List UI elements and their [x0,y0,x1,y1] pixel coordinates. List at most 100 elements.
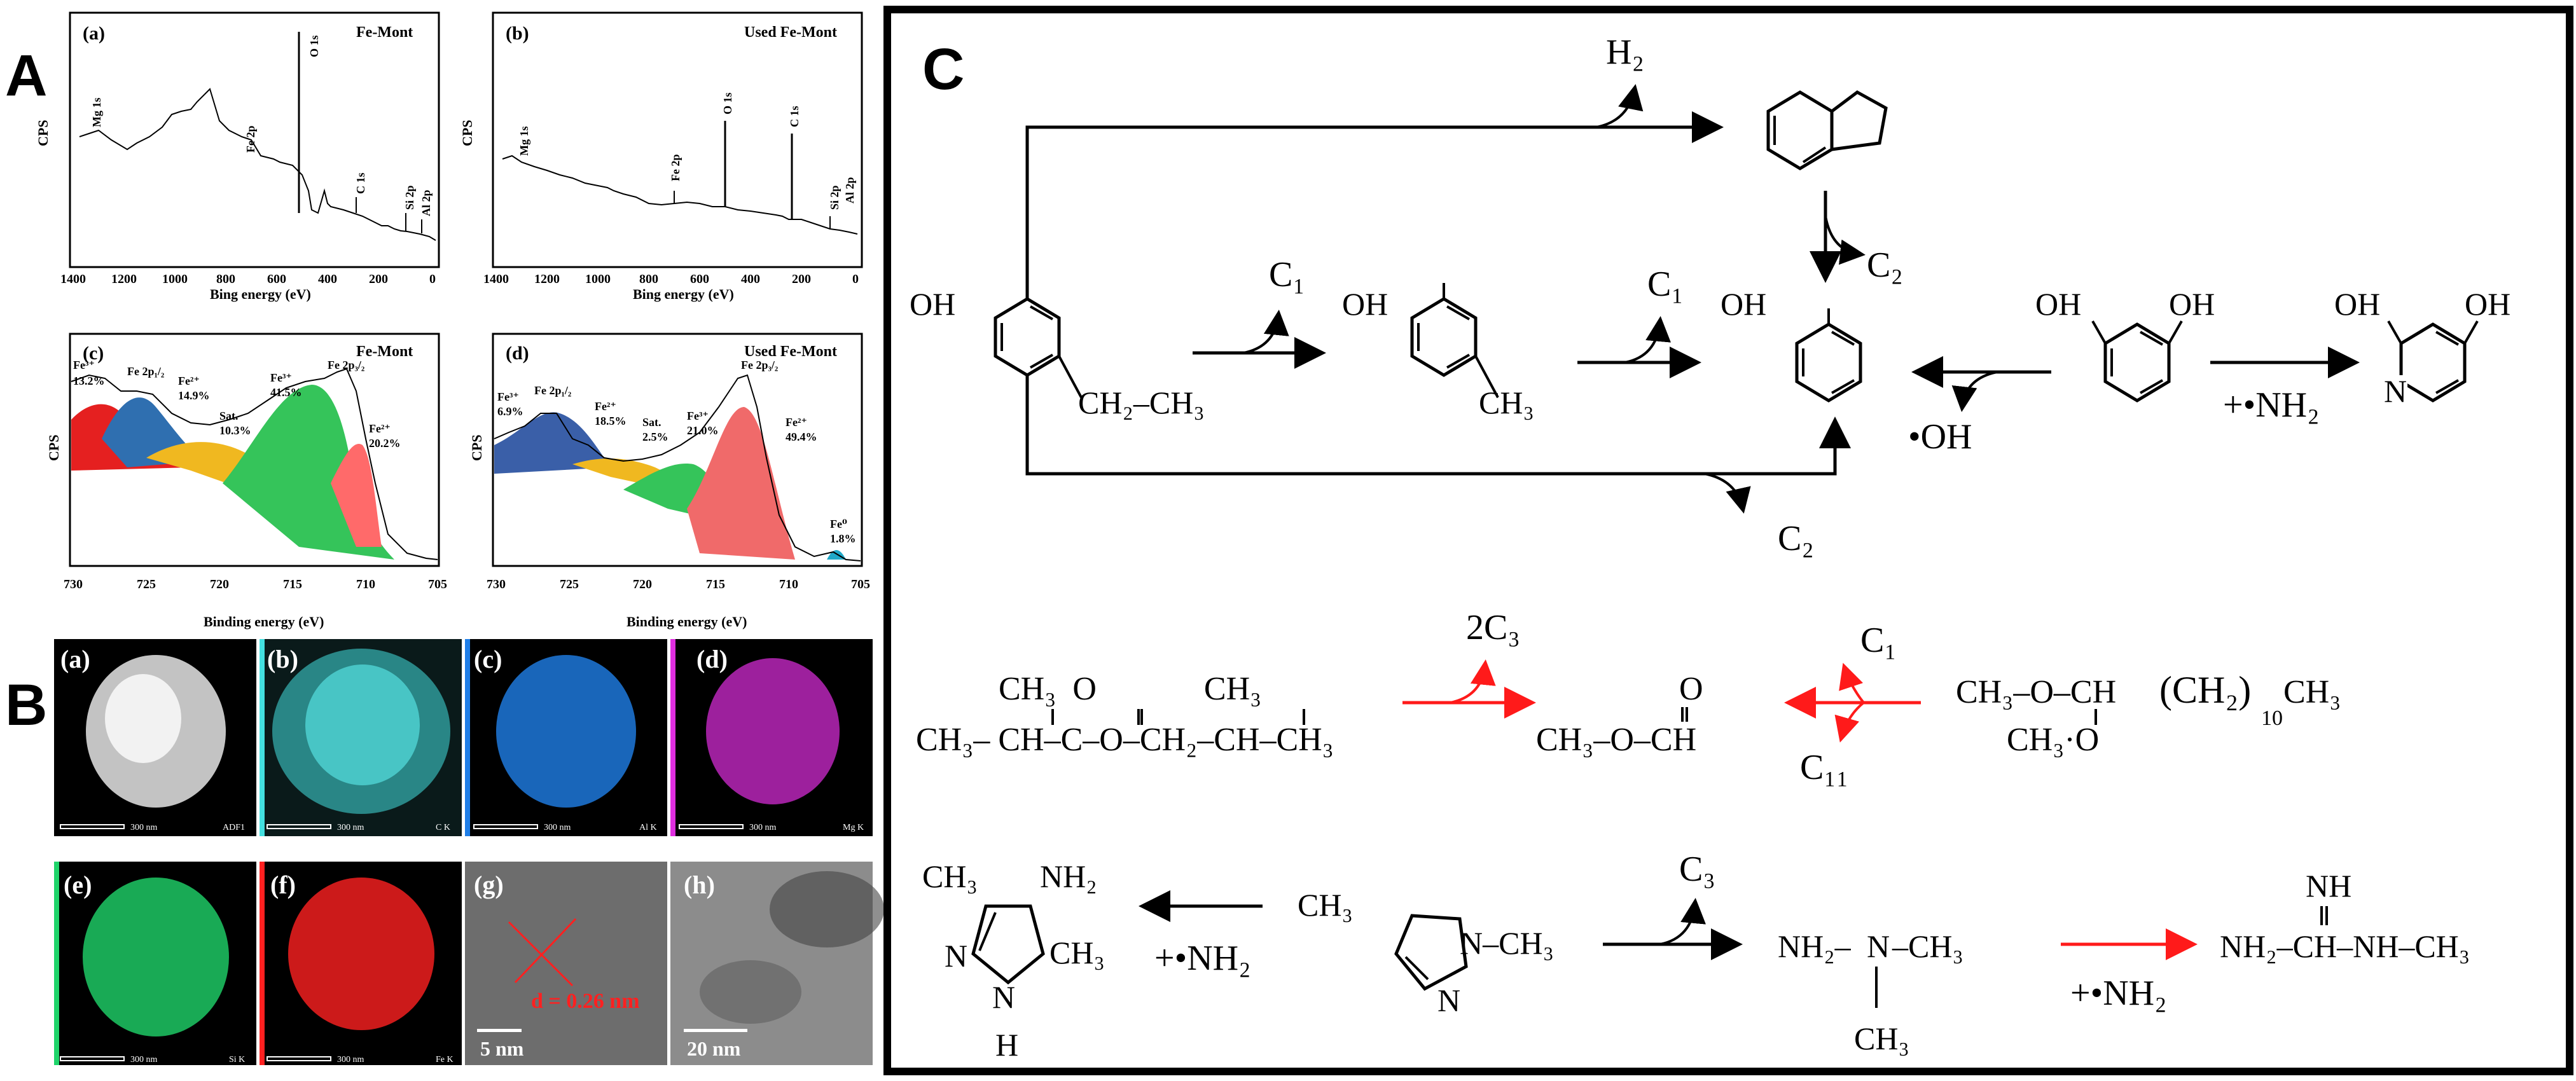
xps-title: Used Fe-Mont [744,24,837,41]
svg-text:Fe²⁺: Fe²⁺ [178,375,200,387]
scale-bar-label: 300 nm [130,823,158,832]
svg-text:715: 715 [283,577,302,591]
map-tile-d: (d) 300 nm Mg K [670,639,873,836]
xps-xticks: 730 725 720 715 710 705 [64,577,447,591]
svg-text:CH₃·O: CH₃·O [2007,722,2099,758]
c2-label: C₂ [1867,245,1903,285]
svg-text:Fe 2p₃/₂: Fe 2p₃/₂ [328,359,364,371]
svg-text:1000: 1000 [162,272,188,286]
xps-panel-d: (d) Used Fe-Mont CPS Binding energy (eV)… [469,333,870,630]
route-line [1025,375,1851,476]
xps-xlabel: Binding energy (eV) [627,614,747,630]
peak-label: C 1s [788,106,801,127]
c1-label: C₁ [1269,255,1305,294]
nh2-label: NH₂ [1040,858,1097,894]
xps-xlabel: Bing energy (eV) [210,286,311,302]
svg-text:800: 800 [639,272,658,286]
micrograph-grid: (a) 300 nm ADF1 (b) 300 nm C K (c) 300 n… [54,639,884,1065]
tile-letter: (f) [270,871,296,899]
ring-n-label: N [2384,373,2407,409]
two-c3-label: 2C₃ [1466,608,1520,647]
svg-text:1200: 1200 [534,272,560,286]
map-tile-b: (b) 300 nm C K [260,639,462,836]
panel-letter-b: B [5,673,47,738]
svg-text:720: 720 [633,577,652,591]
c3-label: C₃ [1679,850,1715,889]
byproduct-arrow [1243,310,1289,354]
panel-letter-c: C [922,37,964,102]
oh-label: OH [910,286,955,322]
svg-text:CH₃–O–CH: CH₃–O–CH [1956,674,2116,710]
xps-panel-c: (c) Fe-Mont CPS Binding energy (eV) Fe³⁺… [46,333,447,630]
tile-letter: (d) [696,645,728,673]
svg-text:Fe 2p₁/₂: Fe 2p₁/₂ [534,384,571,397]
peak-label: Fe 2p [244,126,257,153]
methylguanidine-like: NH NH₂–CH–NH–CH₃ [2220,868,2470,964]
reaction-scheme: C OH CH₂–CH₃ H₂ OH C₂ C₁ [883,6,2573,1075]
svg-text:13.2%: 13.2% [73,375,105,387]
svg-text:14.9%: 14.9% [178,389,210,402]
aminopyrazole: CH₃ NH₂ N N H CH₃ [922,858,1105,1063]
map-tile-c: (c) 300 nm Al K [465,639,667,836]
byproduct-arrow [1951,371,1998,412]
peak-label: Al 2p [420,189,433,216]
byproduct-arrow [1624,316,1672,364]
svg-text:Sat.: Sat. [219,410,239,422]
svg-text:CH₃ O CH₃: CH₃ O CH₃ [999,671,1261,707]
tem-tile-g: (g) d = 0.26 nm 5 nm [465,862,667,1065]
ch3-label: CH₃ [1479,385,1534,420]
trimethylhydrazine: NH₂– N –CH₃ CH₃ [1778,928,1963,1056]
oh-label: OH [2465,286,2510,322]
xps-xlabel: Binding energy (eV) [204,614,324,630]
ch3-label: CH₃ [1298,887,1353,923]
xps-spectrum [502,155,858,235]
tile-letter: (e) [64,871,92,899]
ch3-label: CH₃ [1049,935,1105,970]
resorcinol: OH OH [2035,286,2215,403]
svg-text:715: 715 [706,577,725,591]
byproduct-arrow [1659,898,1707,946]
peak-fill-pink [331,444,382,547]
lattice-spacing-label: d = 0.26 nm [531,989,640,1013]
svg-text:CH₃: CH₃ [2283,674,2341,710]
svg-text:21.0%: 21.0% [687,424,719,437]
tile-letter: (c) [474,645,502,673]
panel-letter-a: A [5,43,47,108]
scale-bar-label: 300 nm [749,823,777,832]
tem-tile-h: (h) 20 nm [670,862,884,1065]
peak-label: C 1s [354,172,367,194]
svg-text:0: 0 [429,272,436,286]
oh-label: OH [1721,286,1766,322]
peak-label: Si 2p [403,185,416,210]
svg-text:705: 705 [428,577,447,591]
svg-text:720: 720 [210,577,229,591]
svg-text:1200: 1200 [111,272,137,286]
svg-text:Fe 2p₁/₂: Fe 2p₁/₂ [127,365,164,378]
tile-letter: (a) [60,645,90,673]
dihydroxypyridine: OH OH N [2334,286,2510,409]
xps-ylabel: CPS [469,434,485,461]
ring-n-label: N [992,979,1015,1015]
xps-letter: (b) [506,23,529,44]
peak-fill-red [687,407,795,560]
xps-envelope [71,368,438,560]
ring-n-label: N [1437,982,1460,1018]
byproduct-arrow [1824,216,1866,265]
svg-text:710: 710 [356,577,375,591]
channel-label: Al K [639,823,657,832]
peak-label: O 1s [308,35,321,57]
map-tile-f: (f) 300 nm Fe K [260,862,462,1065]
acetal-compound: CH₃–O–CH (CH₂) CH₃ 10 CH₃·O [1956,669,2341,758]
svg-text:49.4%: 49.4% [786,430,817,443]
peak-label: Si 2p [828,185,841,210]
xps-letter: (c) [83,343,104,364]
xps-envelope [494,374,861,561]
methylphenol: OH CH₃ [1342,283,1534,420]
xps-letter: (a) [83,23,105,44]
svg-text:(CH₂): (CH₂) [2159,669,2251,711]
peak-label: O 1s [721,92,734,114]
xps-xticks: 730 725 720 715 710 705 [487,577,870,591]
svg-text:Fe²⁺: Fe²⁺ [369,422,391,435]
svg-text:Fe²⁺: Fe²⁺ [595,400,616,413]
